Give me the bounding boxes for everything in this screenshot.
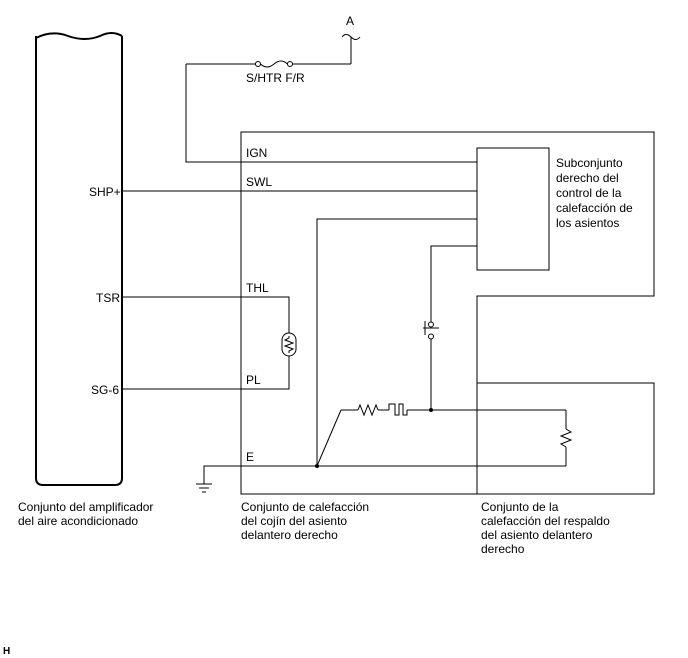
amplifier-assembly [35, 32, 123, 486]
pin-e-label: E [246, 450, 254, 464]
fuse-label: S/HTR F/R [246, 71, 305, 85]
connector-a [341, 34, 361, 64]
pin-swl-label: SWL [246, 175, 272, 189]
pin-ign-label: IGN [246, 146, 267, 160]
cushion-caption: Conjunto de calefacción del cojín del as… [241, 500, 369, 542]
subassembly-label-line: calefacción de [556, 201, 633, 215]
amplifier-caption: Conjunto del amplificador del aire acond… [18, 500, 153, 528]
backrest-heater-outline [476, 382, 655, 495]
fuse-symbol [186, 60, 351, 68]
pin-shp-label: SHP+ [89, 185, 121, 199]
backrest-caption-line: Conjunto de la [481, 500, 559, 514]
cushion-caption-line: del cojín del asiento [241, 514, 347, 528]
backrest-caption-line: calefacción del respaldo [481, 514, 610, 528]
subassembly-label: Subconjunto derecho del control de la ca… [556, 156, 633, 230]
cushion-heater-outline [240, 131, 655, 495]
cushion-caption-line: Conjunto de calefacción [241, 500, 369, 514]
pin-sg6-label: SG-6 [91, 383, 119, 397]
amplifier-caption-line: del aire acondicionado [18, 514, 138, 528]
subassembly-label-line: control de la [556, 186, 622, 200]
ground-icon [196, 483, 212, 493]
amplifier-caption-line: Conjunto del amplificador [18, 500, 153, 514]
control-to-junction-wire [316, 218, 477, 466]
backrest-caption-line: del asiento delantero [481, 528, 593, 542]
corner-mark: H [3, 646, 10, 657]
ign-wire [185, 64, 477, 163]
tsr-thl-wire [122, 296, 290, 333]
thermistor-icon [281, 332, 297, 357]
subassembly-label-line: derecho del [556, 171, 619, 185]
cushion-heater-element [316, 403, 566, 467]
backrest-caption: Conjunto de la calefacción del respaldo … [481, 500, 610, 556]
pin-thl-label: THL [246, 281, 269, 295]
pin-pl-label: PL [246, 373, 261, 387]
subassembly-label-line: Subconjunto [556, 156, 623, 170]
pin-tsr-label: TSR [96, 291, 120, 305]
sg6-pl-wire [122, 356, 290, 390]
junction-dot [315, 464, 319, 468]
backrest-caption-line: derecho [481, 542, 525, 556]
subassembly-label-line: los asientos [556, 216, 619, 230]
ground-wire [203, 465, 566, 484]
seat-heater-control-box [476, 147, 550, 271]
seat-switch [423, 245, 477, 412]
cushion-caption-line: delantero derecho [241, 528, 338, 542]
backrest-heater-resistor [559, 410, 573, 466]
connector-a-label: A [346, 14, 354, 28]
